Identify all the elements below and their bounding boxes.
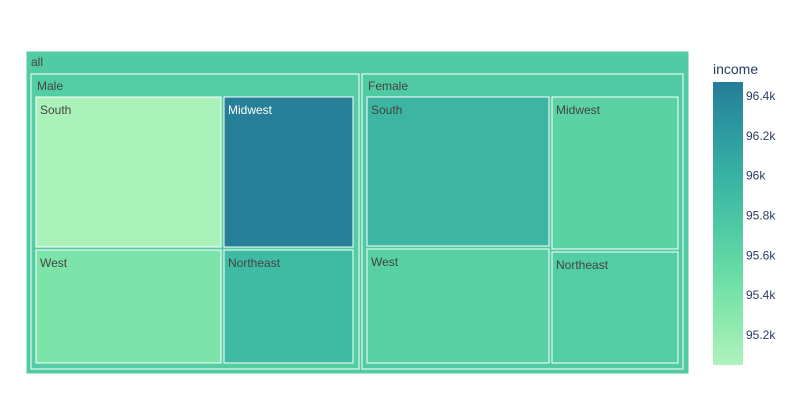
colorbar-gradient [713,82,743,365]
treemap-tile-male-northeast[interactable] [223,249,354,364]
treemap-group-label-male: Male [37,79,63,93]
treemap-tile-label-male-midwest: Midwest [228,103,273,117]
colorbar-tick-label: 95.2k [746,328,776,342]
colorbar-tick-label: 95.6k [746,248,776,262]
treemap-tile-label-female-west: West [371,255,399,269]
treemap-tile-label-male-northeast: Northeast [228,256,281,270]
treemap-tile-female-south[interactable] [366,96,550,247]
treemap-tile-female-west[interactable] [366,248,550,364]
treemap-tile-male-south[interactable] [35,96,222,248]
colorbar-tick-label: 95.8k [746,209,776,223]
treemap-tile-male-west[interactable] [35,249,222,364]
treemap-tile-female-northeast[interactable] [551,251,679,364]
colorbar-tick-label: 96.2k [746,129,776,143]
treemap-tile-male-midwest[interactable] [223,96,354,248]
colorbar-tick-label: 96k [746,169,766,183]
treemap-root-label: all [31,55,43,69]
treemap-tile-label-female-south: South [371,103,402,117]
colorbar: income 96.4k 96.2k 96k 95.8k 95.6k 95.4k 95.2k [713,61,776,365]
treemap-tile-label-male-west: West [40,256,68,270]
colorbar-tick-label: 96.4k [746,89,776,103]
treemap-tile-label-female-midwest: Midwest [556,103,601,117]
treemap-group-label-female: Female [368,79,408,93]
treemap-tile-label-female-northeast: Northeast [556,258,609,272]
treemap-tile-female-midwest[interactable] [551,96,679,250]
colorbar-tick-label: 95.4k [746,288,776,302]
colorbar-ticks: 96.4k 96.2k 96k 95.8k 95.6k 95.4k 95.2k [746,89,776,342]
colorbar-title: income [713,61,758,77]
treemap-tile-label-male-south: South [40,103,71,117]
